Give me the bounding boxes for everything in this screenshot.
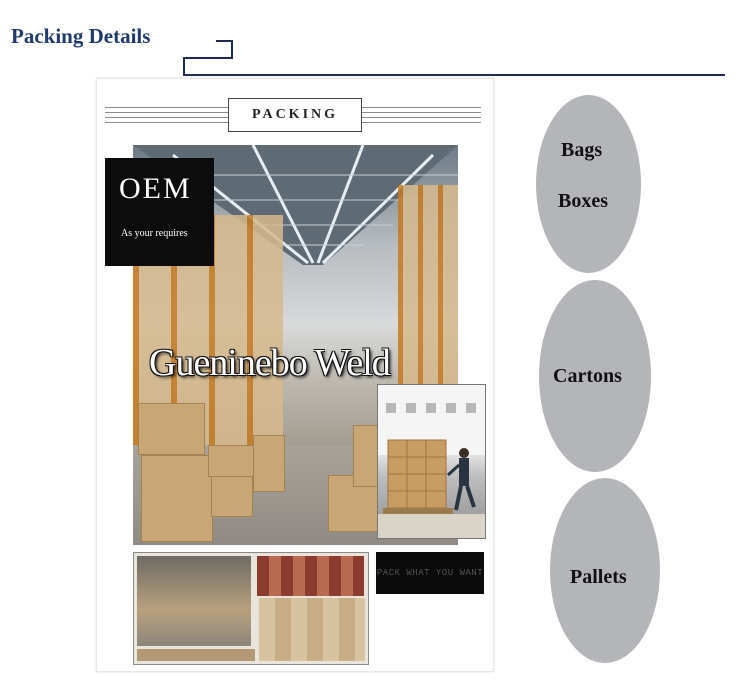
worker-pallet-illustration — [378, 385, 485, 538]
option-pallets: Pallets — [550, 478, 660, 663]
oem-subtitle: As your requires — [121, 228, 188, 239]
packing-poster: PACKING OEM As — [96, 78, 494, 672]
stacked-cartons-photo — [257, 556, 364, 596]
brand-name: Gueninebo Weld — [149, 342, 391, 384]
pallet-photo — [137, 649, 255, 661]
stacked-cartons-photo — [259, 598, 365, 661]
carton-box — [253, 435, 285, 492]
carton-box — [211, 475, 253, 517]
packing-heading: PACKING — [228, 98, 362, 132]
header-rule — [216, 40, 233, 42]
header-rule — [183, 74, 725, 76]
option-bags-boxes: Bags Boxes — [536, 95, 641, 273]
header-rule — [183, 57, 185, 76]
page-title: Packing Details — [11, 24, 151, 48]
option-label-boxes: Boxes — [558, 190, 608, 212]
carton-box — [138, 403, 205, 455]
oem-badge: OEM As your requires — [105, 158, 214, 266]
header-rule — [231, 40, 233, 58]
option-label-pallets: Pallets — [570, 566, 627, 588]
loading-dock-photo — [137, 556, 251, 646]
packing-photo-collage — [133, 552, 369, 665]
slogan-banner: PACK WHAT YOU WANT — [376, 552, 484, 594]
carton-box — [208, 445, 255, 477]
carton-box — [141, 455, 213, 542]
option-label-cartons: Cartons — [553, 365, 622, 387]
option-label-bags: Bags — [561, 139, 603, 161]
loading-photo — [377, 384, 486, 539]
option-cartons: Cartons — [539, 280, 651, 472]
oem-title: OEM — [119, 172, 192, 205]
header-rule — [183, 57, 233, 59]
